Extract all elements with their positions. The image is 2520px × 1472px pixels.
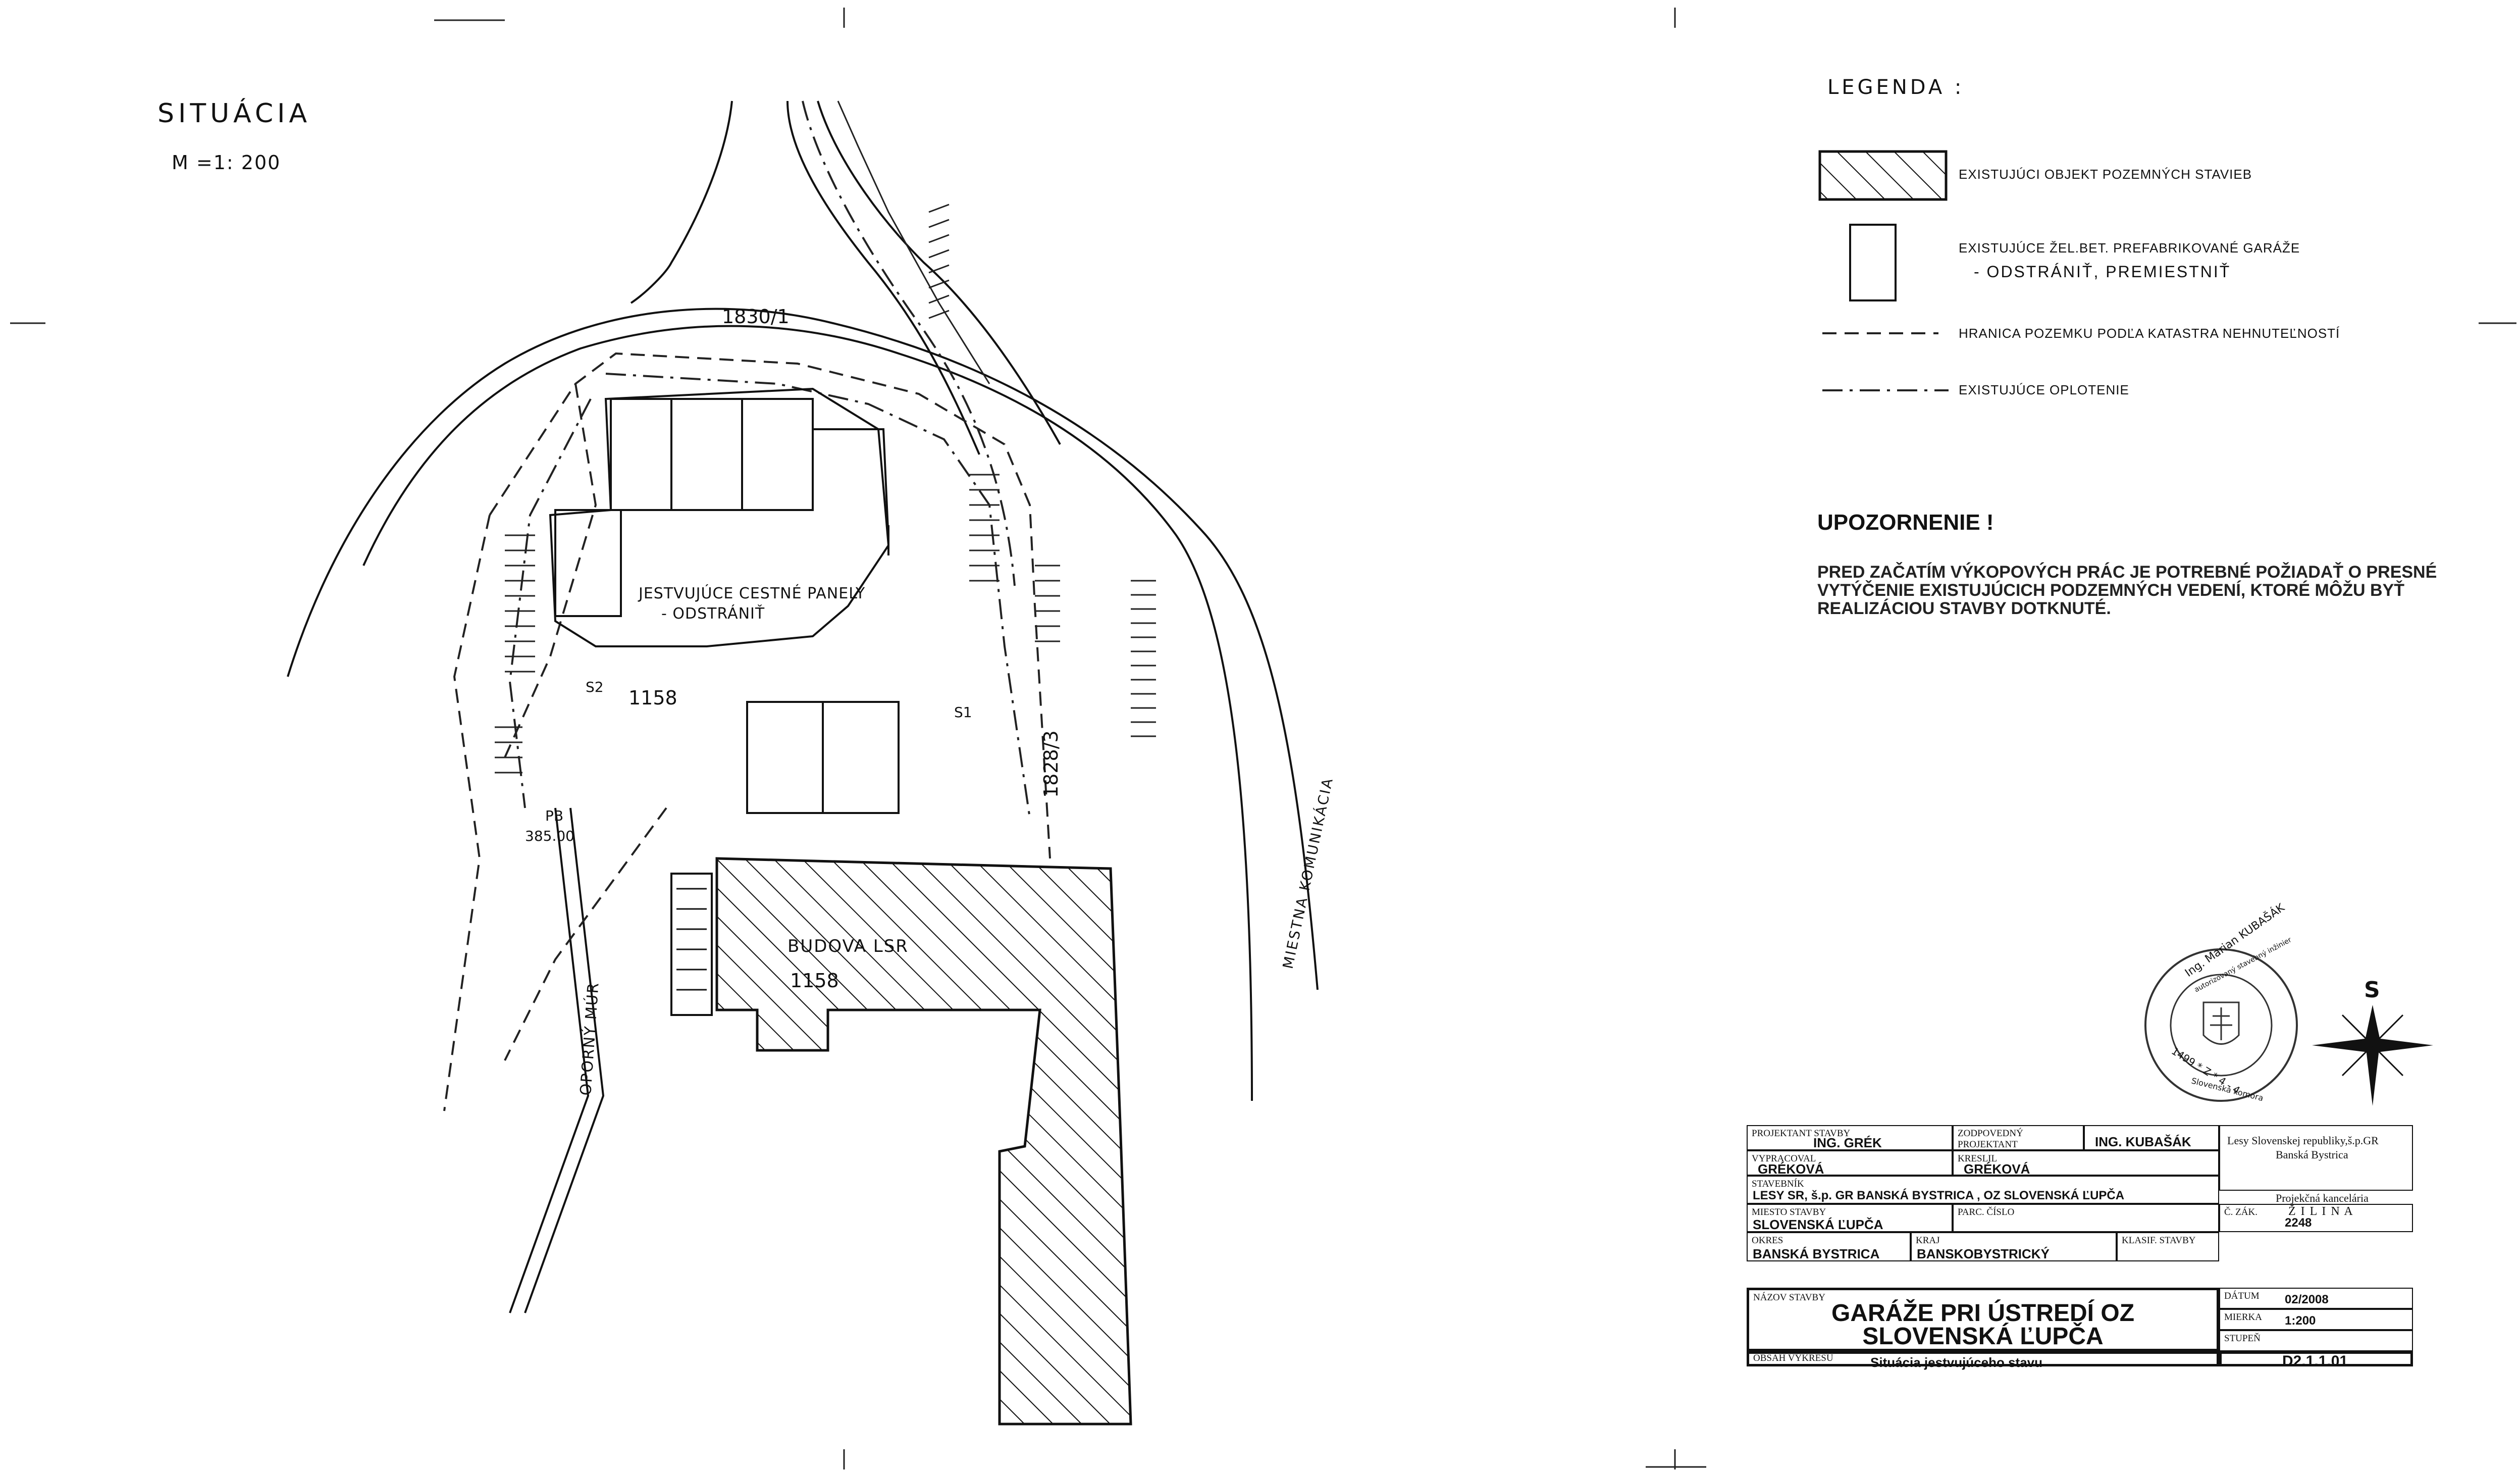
slope-tick — [928, 234, 950, 243]
scale-value: 1:200 — [2285, 1314, 2316, 1328]
legend-item-fence: EXISTUJÚCE OPLOTENIE — [1959, 382, 2129, 397]
drawing-number: D2.1.1.01 — [2282, 1353, 2348, 1369]
zodpovedny-projektant-value: ING. KUBAŠÁK — [2095, 1134, 2191, 1149]
drawing-scale: M =1: 200 — [172, 151, 281, 174]
road-panels-area — [549, 387, 900, 814]
org-name: Lesy Slovenskej republiky,š.p.GR — [2227, 1134, 2379, 1147]
parcel-1830-1: 1830/1 — [722, 306, 790, 328]
cislo-zakazky-value: 2248 — [2285, 1216, 2312, 1230]
coat-of-arms-icon — [2202, 1001, 2240, 1045]
slope-tick — [928, 249, 950, 259]
panels-remove-label: - ODSTRÁNIŤ — [661, 604, 765, 623]
empty-rectangle-icon — [1849, 224, 1897, 301]
org-city: Banská Bystrica — [2276, 1148, 2348, 1161]
retaining-wall-label: OPORNÝ MÚR — [576, 981, 603, 1096]
slope-tick — [928, 219, 950, 228]
north-arrow-icon: S — [2312, 977, 2433, 1106]
authorization-stamp: Ing. Marian KUBAŠÁK autorizovaný stavebn… — [2144, 901, 2298, 1103]
legend-item-prefab-garages: EXISTUJÚCE ŽEL.BET. PREFABRIKOVANÉ GARÁŽ… — [1959, 240, 2300, 256]
cadastre-boundary — [443, 352, 1051, 1111]
benchmark-value: 385.00 — [525, 828, 574, 844]
office-name: Projekčná kancelária — [2276, 1192, 2369, 1204]
slope-tick — [928, 310, 950, 319]
slope-tick — [928, 264, 950, 274]
s2-label: S2 — [586, 679, 604, 695]
drawing-content-value: Situácia jestvujúceho stavu — [1870, 1355, 2043, 1370]
kreslil-value: GRÉKOVÁ — [1964, 1161, 2030, 1177]
project-name-line-1: GARÁŽE PRI ÚSTREDÍ OZ — [1831, 1300, 2135, 1327]
vypracoval-value: GRÉKOVÁ — [1758, 1161, 1824, 1177]
benchmark-label: PB — [545, 807, 563, 824]
office-city: Ž I L I N A — [2288, 1205, 2354, 1218]
legend-title: LEGENDA : — [1827, 76, 1965, 99]
building-parcel-label: 1158 — [790, 970, 839, 992]
legend-item-cadastre-boundary: HRANICA POZEMKU PODĽA KATASTRA NEHNUTEĽN… — [1959, 326, 2340, 341]
building-lsr — [670, 857, 1132, 1426]
legend-item-prefab-garages-action: - ODSTRÁNIŤ, PREMIESTNIŤ — [1974, 263, 2231, 281]
svg-text:S: S — [2364, 977, 2380, 1003]
panels-label: JESTVUJÚCE CESTNÉ PANELY — [638, 584, 865, 602]
road-label: MIESTNA KOMUNIKÁCIA — [1279, 776, 1337, 971]
projektant-stavby-value: ING. GRÉK — [1813, 1135, 1882, 1150]
slope-tick — [928, 279, 950, 289]
notice-body: PRED ZAČATÍM VÝKOPOVÝCH PRÁC JE POTREBNÉ… — [1817, 563, 2437, 618]
project-name-line-2: SLOVENSKÁ ĽUPČA — [1862, 1323, 2104, 1350]
title-block: PROJEKTANT STAVBY ING. GRÉK ZODPOVEDNÝ P… — [1747, 1125, 2413, 1370]
road-lines — [287, 100, 1319, 1101]
okres-value: BANSKÁ BYSTRICA — [1753, 1246, 1880, 1261]
existing-fence — [508, 373, 1031, 819]
building-label: BUDOVA LSR — [788, 936, 909, 956]
legend-item-existing-building: EXISTUJÚCI OBJEKT POZEMNÝCH STAVIEB — [1959, 167, 2252, 182]
hatched-rectangle-icon — [1818, 150, 1948, 201]
stavebnik-value: LESY SR, š.p. GR BANSKÁ BYSTRICA , OZ SL… — [1753, 1189, 2125, 1202]
retaining-wall — [509, 807, 605, 1313]
s1-label: S1 — [954, 704, 972, 721]
miesto-stavby-value: SLOVENSKÁ ĽUPČA — [1753, 1217, 1883, 1232]
parcel-1828-3: 1828/3 — [1040, 730, 1062, 798]
parcel-1158: 1158 — [628, 687, 677, 709]
drawing-title: SITUÁCIA — [158, 98, 311, 129]
kraj-value: BANSKOBYSTRICKÝ — [1917, 1246, 2050, 1261]
notice-title: UPOZORNENIE ! — [1817, 510, 1994, 535]
slope-tick — [928, 204, 950, 213]
slope-ticks — [495, 204, 1156, 774]
slope-tick — [928, 294, 950, 304]
registration-marks — [10, 8, 2516, 1469]
legend-symbols — [1818, 150, 1949, 391]
date-value: 02/2008 — [2285, 1293, 2329, 1306]
